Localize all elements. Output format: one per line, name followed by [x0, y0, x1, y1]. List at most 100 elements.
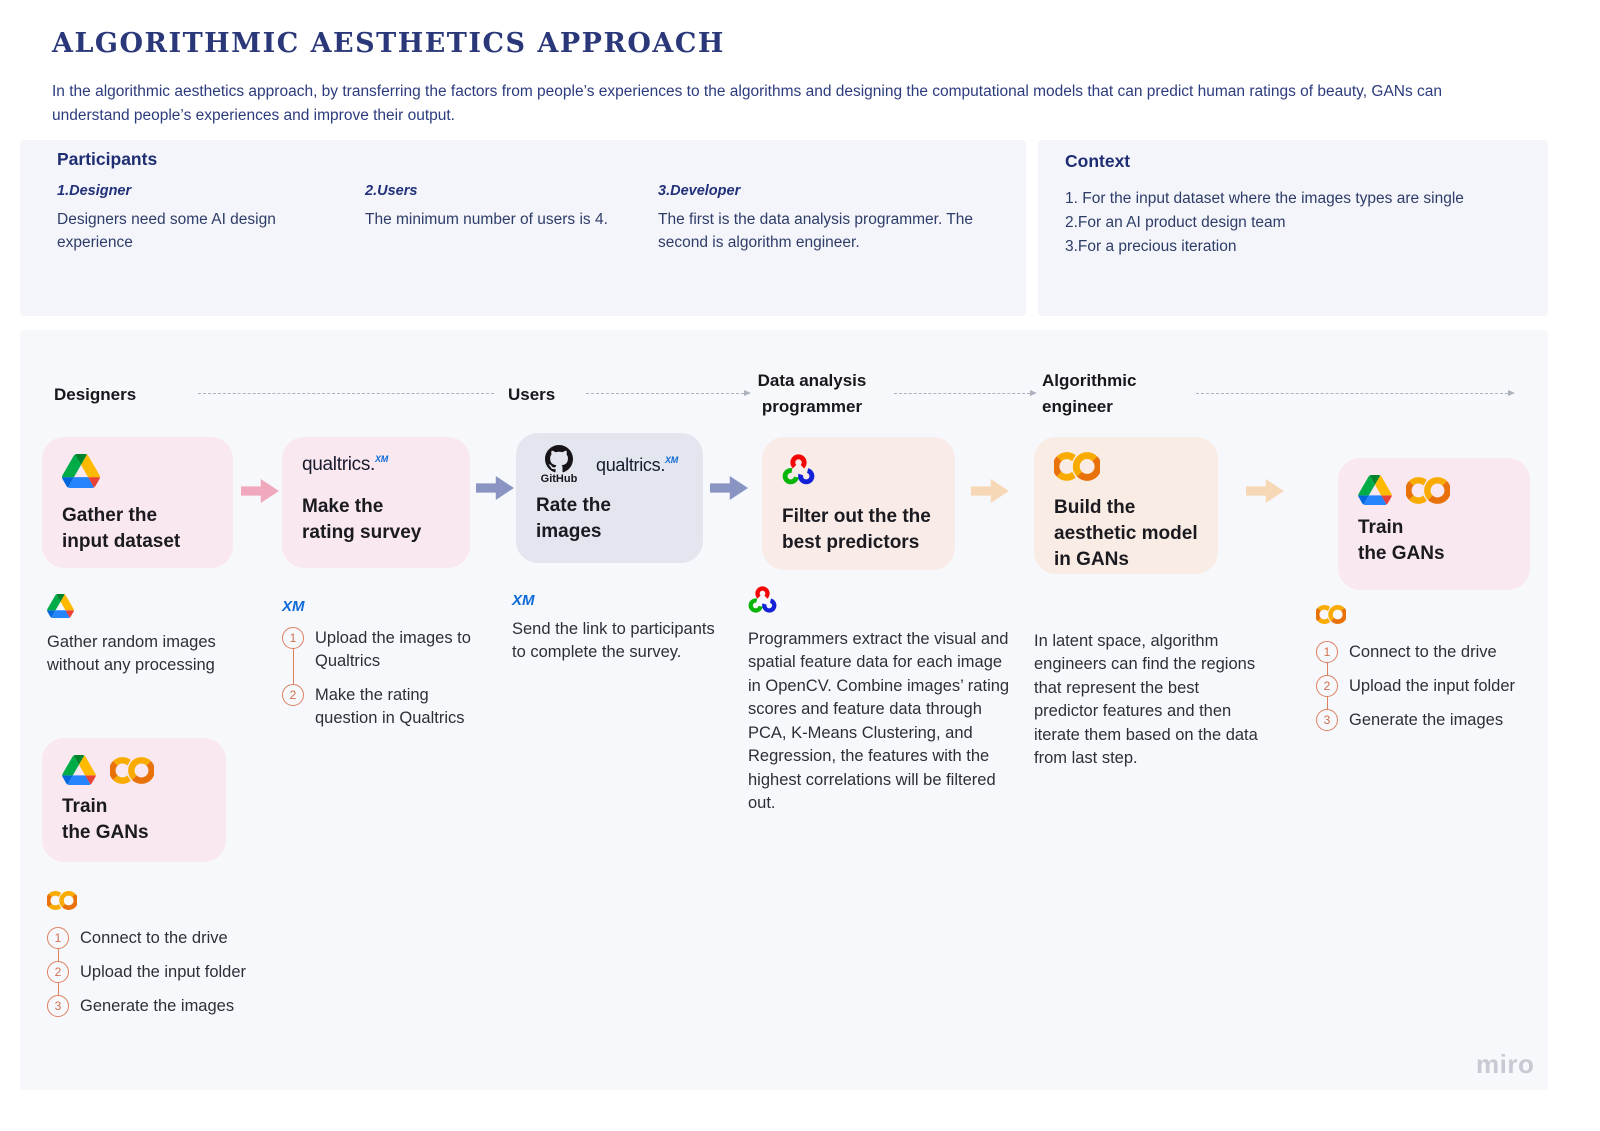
step-number-badge: 3	[47, 995, 69, 1018]
card-title: Build the aesthetic model in GANs	[1054, 497, 1198, 570]
flow-arrow-pink	[241, 479, 279, 503]
lane-label-users: Users	[508, 385, 556, 404]
step-text: Upload the input folder	[1349, 677, 1516, 696]
step-item: 1 Connect to the drive	[47, 927, 292, 950]
miro-logo: miro	[1476, 1049, 1535, 1079]
colab-steps-list: 1 Connect to the drive 2 Upload the inpu…	[47, 927, 292, 1018]
card-gather-input-dataset[interactable]: Gather the input dataset	[42, 437, 233, 568]
qualtrics-xm-badge: XM	[512, 592, 535, 609]
step-number-badge: 1	[47, 927, 69, 949]
participants-heading: Participants	[57, 149, 158, 169]
card-title: Train the GANs	[1358, 517, 1445, 564]
participant-text: The first is the data analysis programme…	[658, 211, 974, 252]
lane-connector-arrow	[586, 389, 751, 396]
lane-connector-arrow	[894, 389, 1037, 396]
step-item: 2 Upload the input folder	[47, 961, 292, 984]
participant-label: 3.Developer	[658, 183, 741, 199]
lane-connector	[198, 393, 494, 394]
step-number-badge: 2	[1316, 675, 1338, 698]
step-text: Generate the images	[80, 997, 235, 1016]
github-logo: GitHub	[536, 445, 582, 485]
github-icon	[545, 445, 573, 473]
card-train-the-gans-right[interactable]: Train the GANs	[1338, 458, 1530, 590]
google-colab-icon	[110, 756, 154, 785]
google-colab-icon	[1406, 476, 1450, 505]
github-wordmark: GitHub	[540, 473, 578, 485]
step-item: 2 Make the rating question in Qualtrics	[282, 684, 487, 730]
xm-superscript: XM	[665, 454, 678, 465]
card-rate-the-images[interactable]: GitHub qualtrics.XM Rate the images	[516, 433, 703, 563]
context-item: 3.For a precious iteration	[1065, 238, 1237, 256]
step-item: 3 Generate the images	[1316, 709, 1556, 732]
context-panel: Context 1. For the input dataset where t…	[1038, 140, 1548, 316]
google-colab-icon	[1316, 604, 1346, 625]
step-number-badge: 1	[1316, 641, 1338, 663]
xm-superscript: XM	[375, 454, 388, 464]
participants-panel: Participants 1.Designer Designers need s…	[20, 140, 1026, 316]
note-text: Gather random images without any process…	[47, 633, 216, 675]
google-drive-icon	[62, 454, 100, 488]
step-item: 1 Upload the images to Qualtrics	[282, 627, 487, 673]
note-text: Send the link to participants to complet…	[512, 620, 715, 662]
step-text: Generate the images	[1349, 711, 1504, 730]
context-heading: Context	[1065, 151, 1131, 171]
card-make-rating-survey[interactable]: qualtrics.XM Make the rating survey	[282, 437, 470, 568]
participant-developer: 3.Developer The first is the data analys…	[658, 183, 1008, 255]
participant-designer: 1.Designer Designers need some AI design…	[57, 183, 322, 255]
colab-steps-list: 1 Connect to the drive 2 Upload the inpu…	[1316, 641, 1556, 732]
flow-arrow-periwinkle	[476, 476, 514, 500]
note-text: Programmers extract the visual and spati…	[748, 630, 1010, 812]
participant-text: Designers need some AI design experience	[57, 211, 276, 252]
step-item: 1 Connect to the drive	[1316, 641, 1556, 664]
step-number-badge: 3	[1316, 709, 1338, 732]
flow-arrow-peach	[1246, 479, 1284, 503]
lane-connector-arrow	[1196, 389, 1515, 396]
context-list: 1. For the input dataset where the image…	[1065, 187, 1464, 259]
flow-arrow-periwinkle	[710, 476, 748, 500]
step-item: 3 Generate the images	[47, 995, 292, 1018]
qualtrics-xm-logo: qualtrics.XM	[302, 454, 388, 475]
google-drive-icon	[62, 755, 96, 785]
step-text: Connect to the drive	[80, 929, 228, 947]
step-text: Connect to the drive	[1349, 643, 1497, 661]
card-train-the-gans-left[interactable]: Train the GANs	[42, 738, 226, 862]
card-title: Make the rating survey	[302, 496, 422, 543]
card-filter-best-predictors[interactable]: Filter out the the best predictors	[762, 437, 955, 570]
card-title: Rate the images	[536, 495, 611, 542]
google-drive-icon	[47, 594, 74, 618]
note-survey-steps: XM 1 Upload the images to Qualtrics 2 Ma…	[282, 598, 487, 730]
note-colab-steps-right: 1 Connect to the drive 2 Upload the inpu…	[1316, 604, 1556, 732]
context-item: 2.For an AI product design team	[1065, 214, 1286, 232]
qualtrics-xm-logo: qualtrics.XM	[596, 454, 678, 475]
note-rate: XM Send the link to participants to comp…	[512, 592, 724, 665]
lane-label-designers: Designers	[54, 385, 137, 404]
intro-paragraph: In the algorithmic aesthetics approach, …	[52, 83, 1443, 125]
note-colab-steps-left: 1 Connect to the drive 2 Upload the inpu…	[47, 890, 292, 1018]
card-title: Train the GANs	[62, 796, 149, 843]
participant-text: The minimum number of users is 4.	[365, 211, 608, 228]
lane-label-data-analysis-programmer: Data analysis programmer	[757, 371, 867, 416]
step-item: 2 Upload the input folder	[1316, 675, 1556, 698]
note-build: In latent space, algorithm engineers can…	[1034, 622, 1258, 771]
step-text: Upload the images to Qualtrics	[315, 629, 471, 671]
participant-users: 2.Users The minimum number of users is 4…	[365, 183, 630, 231]
google-colab-icon	[1054, 451, 1100, 482]
google-drive-icon	[1358, 475, 1392, 505]
step-number-badge: 2	[282, 684, 304, 707]
note-gather: Gather random images without any process…	[47, 594, 265, 678]
step-number-badge: 2	[47, 961, 69, 984]
opencv-icon	[748, 586, 777, 615]
flow-canvas: Designers Users Data analysis programmer…	[20, 330, 1548, 1090]
participant-label: 1.Designer	[57, 183, 132, 199]
participant-label: 2.Users	[365, 183, 418, 199]
card-title: Gather the input dataset	[62, 505, 181, 552]
google-colab-icon	[47, 890, 77, 911]
page-title: ALGORITHMIC AESTHETICS APPROACH	[52, 28, 725, 59]
card-title: Filter out the the best predictors	[782, 506, 931, 553]
note-text: In latent space, algorithm engineers can…	[1034, 632, 1258, 768]
card-build-aesthetic-model[interactable]: Build the aesthetic model in GANs	[1034, 437, 1218, 574]
step-text: Make the rating question in Qualtrics	[315, 686, 465, 728]
context-item: 1. For the input dataset where the image…	[1065, 190, 1464, 207]
step-text: Upload the input folder	[80, 963, 247, 982]
